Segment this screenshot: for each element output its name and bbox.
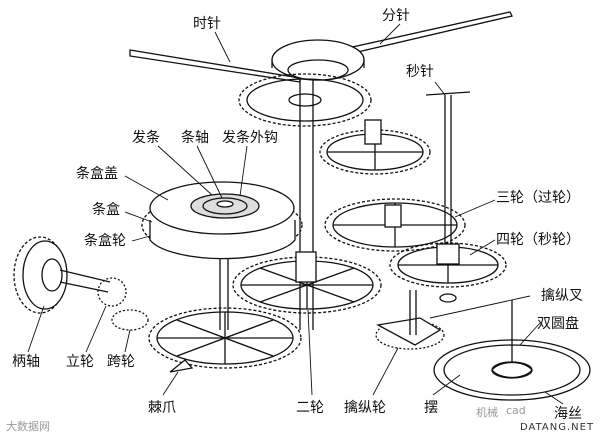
label-double-roller: 双圆盘 [537,316,579,332]
label-third-wheel: 三轮（过轮） [496,190,580,206]
hour-wheel [238,73,372,127]
label-barrel-cover: 条盒盖 [76,166,118,182]
label-mainspring-hook: 发条外钩 [222,130,278,146]
label-ratchet-wheel: 跨轮 [107,354,135,370]
label-second-hand: 秒针 [406,64,434,80]
fourth-wheel [389,242,507,303]
label-crown-wheel: 立轮 [66,354,94,370]
ratchet-wheel [148,307,302,373]
escapement [375,290,445,350]
watermark-right-cn: 机械 [476,406,498,419]
label-barrel-wheel: 条盒轮 [84,233,126,249]
stem-and-crown [13,236,149,331]
label-fourth-wheel: 四轮（秒轮） [496,232,580,248]
label-hairspring: 海丝 [554,406,582,422]
label-barrel: 条盒 [92,202,120,218]
third-wheel [324,198,466,252]
label-stem: 柄轴 [12,354,40,370]
label-arbor: 条轴 [181,130,209,146]
label-second-wheel: 二轮 [296,400,324,416]
barrel-assembly [141,181,303,260]
label-balance: 摆 [424,400,438,416]
watermark-left: 大数据网 [6,420,50,433]
label-minute-hand: 分针 [382,8,410,24]
label-mainspring: 发条 [132,130,160,146]
center-wheel [232,251,382,314]
watermark-right-cad: cad [506,404,526,417]
label-click: 棘爪 [148,400,176,416]
hands-group [129,11,513,83]
watermark-right-en: DATANG.NET [520,422,595,433]
label-hour-hand: 时针 [193,16,221,32]
balance-wheel [433,300,591,401]
intermediate-wheel [319,119,431,175]
label-pallet-fork: 擒纵叉 [541,288,583,304]
label-escape-wheel: 擒纵轮 [344,400,386,416]
